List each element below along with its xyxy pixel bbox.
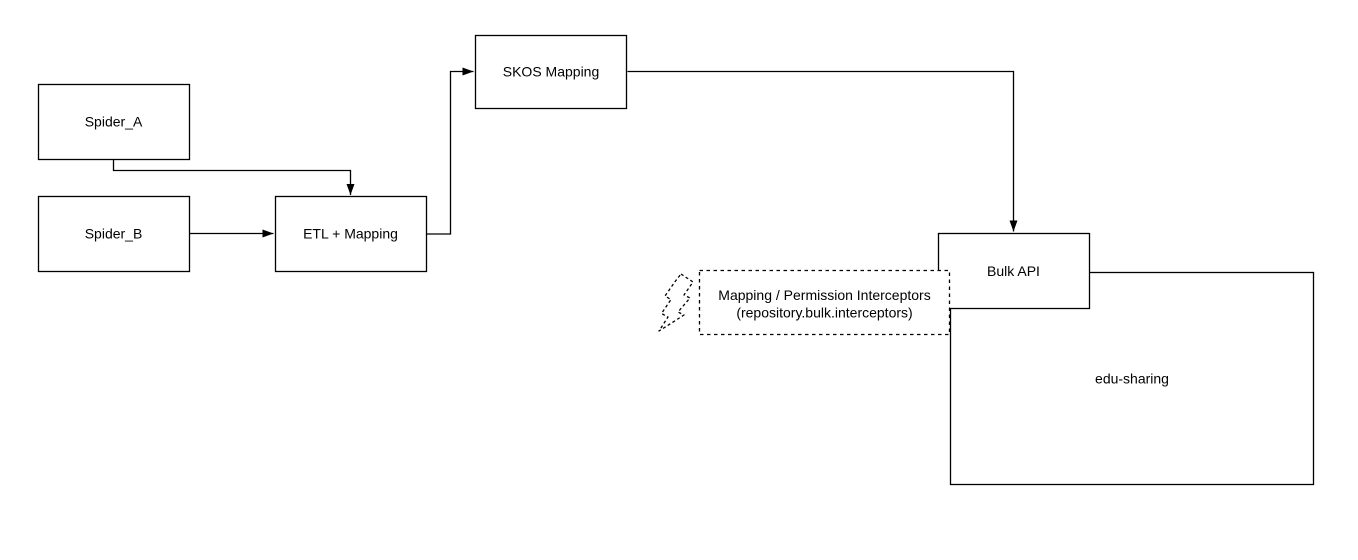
- etl-mapping-label: ETL + Mapping: [303, 226, 398, 242]
- spider-b-box: [37, 195, 191, 273]
- interceptors-label-line1: Mapping / Permission Interceptors: [718, 287, 930, 303]
- spider-a-label: Spider_A: [85, 114, 143, 130]
- spider-b-label: Spider_B: [85, 226, 143, 242]
- node-skos-mapping: SKOS Mapping: [474, 34, 628, 110]
- interceptors-box: [698, 269, 951, 336]
- bulk-api-label: Bulk API: [987, 263, 1040, 279]
- node-bulk-api: Bulk API: [937, 232, 1091, 310]
- skos-mapping-label: SKOS Mapping: [503, 64, 600, 80]
- edu-sharing-label: edu-sharing: [1095, 371, 1169, 387]
- node-spider-b: Spider_B: [37, 195, 191, 273]
- bulk-api-box: [937, 232, 1091, 310]
- node-spider-a: Spider_A: [37, 83, 191, 161]
- etl-mapping-box: [274, 195, 428, 273]
- edge-spider-a-to-etl: [112, 159, 355, 195]
- lightning-bolt-icon: [658, 273, 694, 332]
- edge-skos-to-bulk-api: [627, 70, 1018, 232]
- interceptors-label-line2: (repository.bulk.interceptors): [736, 305, 912, 321]
- node-interceptors: Mapping / Permission Interceptors (repos…: [698, 269, 951, 336]
- node-etl-mapping: ETL + Mapping: [274, 195, 428, 273]
- skos-mapping-box: [474, 34, 628, 110]
- spider-a-box: [37, 83, 191, 161]
- edge-etl-to-skos: [426, 67, 474, 235]
